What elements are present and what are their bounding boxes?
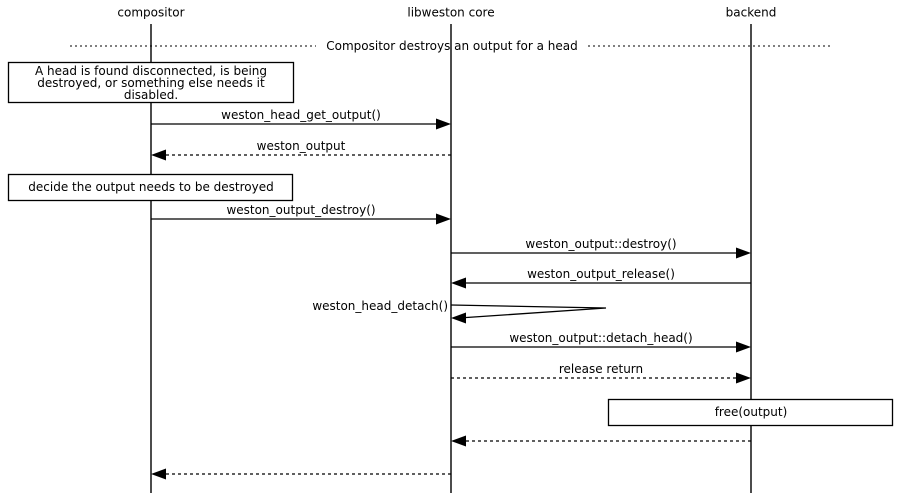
note-head-disconnected-line-1: A head is found disconnected, is being (35, 64, 267, 78)
message-weston-output-return: weston_output (151, 139, 451, 161)
message-label-weston-head-get-output: weston_head_get_output() (221, 108, 381, 122)
message-label-weston-output-return: weston_output (257, 139, 346, 153)
message-weston-head-get-output: weston_head_get_output() (151, 108, 451, 130)
message-label-weston-head-detach: weston_head_detach() (312, 299, 448, 313)
message-label-weston-output-detach-head: weston_output::detach_head() (509, 331, 692, 345)
message-label-weston-output-destroy-callback: weston_output::destroy() (525, 237, 676, 251)
message-label-weston-output-release: weston_output_release() (527, 267, 675, 281)
message-arrowhead-weston-head-get-output (436, 118, 451, 130)
message-arrowhead-weston-output-return (151, 149, 166, 161)
message-arrowhead-release-return (736, 372, 751, 384)
message-line-weston-head-detach (450, 304, 607, 319)
message-arrowhead-weston-output-destroy-callback (736, 247, 751, 259)
message-arrowhead-weston-output-destroy (436, 213, 451, 225)
message-arrowhead-weston-head-detach (451, 312, 466, 324)
participant-label-libweston-core: libweston core (407, 6, 494, 20)
note-head-disconnected-line-2: destroyed, or something else needs it (37, 76, 265, 90)
message-backend-return (451, 435, 751, 447)
message-weston-head-detach: weston_head_detach() (312, 299, 607, 324)
message-weston-output-release: weston_output_release() (451, 267, 751, 289)
message-release-return: release return (451, 362, 751, 384)
message-libweston-return (151, 468, 451, 480)
note-free-output-box (607, 398, 894, 427)
note-head-disconnected: A head is found disconnected, is being d… (7, 61, 295, 104)
message-arrowhead-backend-return (451, 435, 466, 447)
diagram-title-band: Compositor destroys an output for a head (70, 39, 830, 53)
note-head-disconnected-box (7, 61, 295, 104)
note-decide-destroy: decide the output needs to be destroyed (7, 173, 294, 202)
diagram-title: Compositor destroys an output for a head (326, 39, 578, 53)
note-head-disconnected-line-3: disabled. (124, 88, 178, 102)
participant-label-compositor: compositor (117, 6, 184, 20)
note-free-output: free(output) (607, 398, 894, 427)
note-free-output-line-1: free(output) (715, 405, 788, 419)
participant-headers: compositor libweston core backend (117, 6, 776, 20)
participant-label-backend: backend (726, 6, 777, 20)
message-weston-output-destroy: weston_output_destroy() (151, 203, 451, 225)
message-arrowhead-libweston-return (151, 468, 166, 480)
message-label-weston-output-destroy: weston_output_destroy() (226, 203, 375, 217)
message-weston-output-detach-head: weston_output::detach_head() (451, 331, 751, 353)
message-arrowhead-weston-output-detach-head (736, 341, 751, 353)
note-decide-destroy-line-1: decide the output needs to be destroyed (28, 180, 273, 194)
message-arrowhead-weston-output-release (451, 277, 466, 289)
note-decide-destroy-box (7, 173, 294, 202)
message-weston-output-destroy-callback: weston_output::destroy() (451, 237, 751, 259)
message-label-release-return: release return (559, 362, 643, 376)
